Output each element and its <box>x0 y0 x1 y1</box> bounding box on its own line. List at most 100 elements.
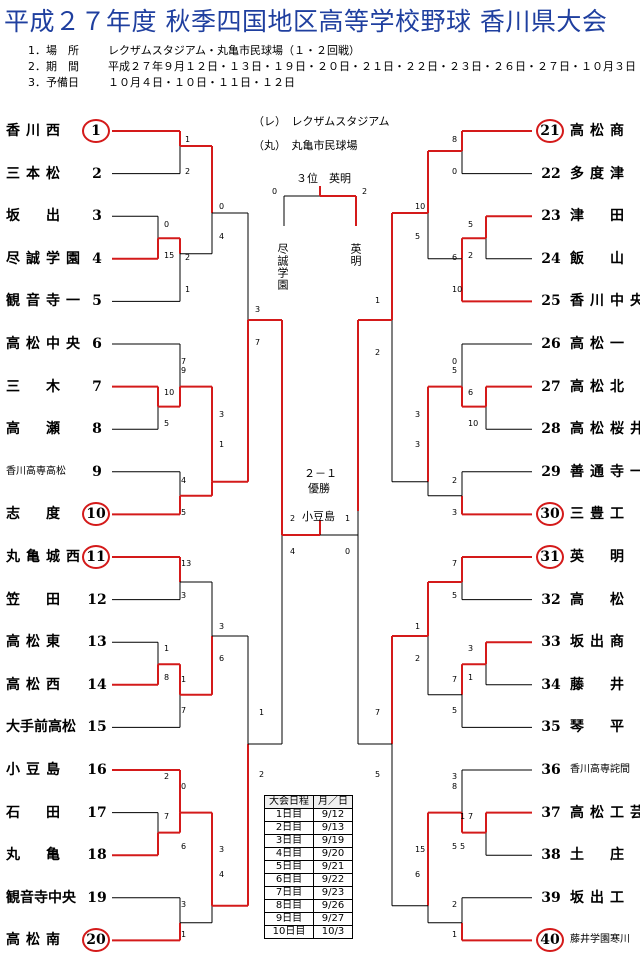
score-label: 1 <box>468 673 474 682</box>
score-label: 2 <box>185 167 191 176</box>
team-name: 善通寺一 <box>570 463 640 480</box>
semi-left-score: 4 <box>290 547 296 556</box>
score-label: 4 <box>219 870 225 879</box>
schedule-date: 9/21 <box>313 860 353 874</box>
score-label: 1 <box>185 285 191 294</box>
score-label: 7 <box>452 675 458 684</box>
team-name: 観音寺一 <box>6 293 86 310</box>
score-label: 3 <box>219 845 225 854</box>
score-label: 8 <box>164 673 170 682</box>
score-label: 9 <box>181 366 187 375</box>
team-number: 29 <box>541 463 561 480</box>
schedule-day: 8日目 <box>264 899 314 913</box>
team-name: 丸亀城西 <box>6 549 86 565</box>
score-label: 3 <box>181 591 187 600</box>
schedule-day: 3日目 <box>264 834 314 848</box>
third-right-team: 英明 <box>349 243 362 267</box>
team-number: 3 <box>92 208 102 225</box>
third-left-team: 尽誠学園 <box>276 243 289 291</box>
score-label: 2 <box>259 770 265 779</box>
score-label: 1 <box>375 296 381 305</box>
score-label: 5 <box>375 770 381 779</box>
schedule-header-day: 大会日程 <box>264 795 314 809</box>
score-label: 2 <box>452 476 458 485</box>
team-number: 31 <box>536 545 564 569</box>
score-label: 1 <box>452 930 458 939</box>
team-number: 38 <box>541 847 561 864</box>
team-number: 32 <box>541 591 561 608</box>
team-name: 三本松 <box>6 165 66 182</box>
team-number: 12 <box>87 591 107 608</box>
team-number: 9 <box>92 463 102 480</box>
score-label: 5 <box>181 508 187 517</box>
team-name: 三豊工 <box>570 506 630 523</box>
score-label: 4 <box>181 476 187 485</box>
schedule-day: 6日目 <box>264 873 314 887</box>
score-label: 7 <box>468 812 474 821</box>
team-name: 高松西 <box>6 676 66 693</box>
final-winner-label: 優勝 <box>308 482 330 495</box>
team-name: 香川中央 <box>570 293 640 310</box>
team-name: 飯 山 <box>570 250 630 267</box>
info-venue: 1．場 所レクザムスタジアム・丸亀市民球場（１・２回戦） <box>28 44 361 57</box>
schedule-day: 1日目 <box>264 808 314 822</box>
team-number: 27 <box>541 378 561 395</box>
team-number: 10 <box>82 502 110 527</box>
score-label: 2 <box>468 251 474 260</box>
team-name: 土 庄 <box>570 847 630 864</box>
team-number: 23 <box>541 208 561 225</box>
score-label: 1 <box>460 812 466 821</box>
team-number: 1 <box>82 119 110 143</box>
final-score: ２－１ <box>304 467 337 480</box>
score-label: 6 <box>181 842 187 851</box>
team-number: 17 <box>87 804 107 821</box>
team-name: 琴 平 <box>570 719 630 736</box>
team-name: 英 明 <box>570 549 630 565</box>
score-label: 3 <box>181 900 187 909</box>
score-label: 0 <box>164 220 170 229</box>
team-name: 高松北 <box>570 378 630 395</box>
info-period: 2．期 間平成２７年９月１２日・１３日・１９日・２０日・２１日・２２日・２３日・… <box>28 60 636 73</box>
score-label: 5 <box>460 842 466 851</box>
team-name: 高松中央 <box>6 336 86 352</box>
score-label: 5 <box>468 220 474 229</box>
team-name: 香川高専高松 <box>6 465 66 477</box>
team-number: 20 <box>82 928 110 953</box>
schedule-day: 2日目 <box>264 821 314 835</box>
final-right-score: 1 <box>345 514 351 523</box>
schedule-day: 5日目 <box>264 860 314 874</box>
schedule-day: 10日目 <box>264 925 314 939</box>
score-label: 8 <box>452 135 458 144</box>
team-name: 高松工芸 <box>570 804 640 821</box>
team-name: 笠 田 <box>6 591 66 608</box>
score-label: 5 <box>415 232 421 241</box>
score-label: 10 <box>468 419 479 428</box>
score-label: 10 <box>452 285 463 294</box>
score-label: 10 <box>415 202 426 211</box>
score-label: 1 <box>185 135 191 144</box>
score-label: 4 <box>219 232 225 241</box>
score-label: 7 <box>181 706 187 715</box>
team-number: 8 <box>92 421 102 438</box>
schedule-date: 9/12 <box>313 808 353 822</box>
schedule-header-date: 月／日 <box>313 795 353 809</box>
score-label: 15 <box>164 251 175 260</box>
score-label: 6 <box>452 253 458 262</box>
score-label: 2 <box>164 772 170 781</box>
team-name: 藤井学園寒川 <box>570 934 630 946</box>
team-number: 37 <box>541 804 561 821</box>
score-label: 2 <box>375 348 381 357</box>
score-label: 6 <box>219 654 225 663</box>
score-label: 8 <box>452 782 458 791</box>
team-number: 28 <box>541 421 561 438</box>
team-name: 津 田 <box>570 208 630 225</box>
score-label: 10 <box>164 388 175 397</box>
third-place-label: ３位 英明 <box>296 172 351 185</box>
score-label: 6 <box>415 870 421 879</box>
score-label: 3 <box>452 772 458 781</box>
schedule-date: 9/27 <box>313 912 353 926</box>
